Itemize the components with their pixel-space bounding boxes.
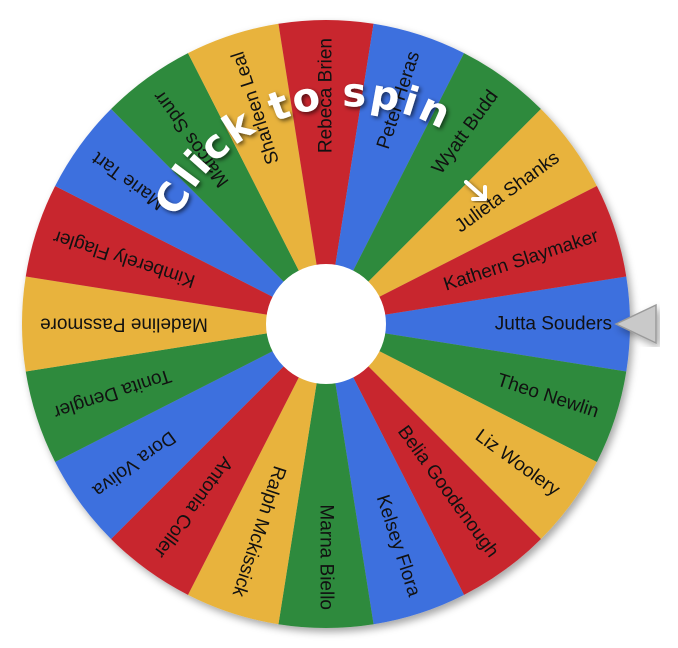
wheel-slice	[326, 324, 627, 463]
wheel-slice	[55, 324, 326, 539]
wheel-slice	[326, 324, 597, 539]
wheel-slice	[326, 109, 597, 324]
wheel-slice	[326, 53, 541, 324]
wheel-slice	[278, 324, 374, 628]
wheel-slice	[25, 185, 327, 324]
wheel-pointer-icon	[614, 303, 657, 345]
wheel-slice	[187, 324, 326, 625]
arrow-down-right-icon	[464, 180, 487, 201]
wheel-slice	[111, 53, 326, 324]
wheel-disc[interactable]	[21, 20, 630, 628]
wheel-slice-label: Madeline Passmore	[40, 314, 208, 335]
wheel-slice	[278, 20, 374, 324]
wheel-slice	[326, 185, 627, 324]
wheel-hub[interactable]	[266, 264, 386, 384]
wheel-slice	[55, 109, 326, 324]
wheel-slice-label: Rebeca Brien	[316, 38, 337, 153]
wheel-slice	[326, 324, 541, 595]
wheel-slice-label: Jutta Souders	[495, 314, 612, 335]
wheel-slice	[326, 276, 630, 372]
wheel-slice	[111, 324, 326, 595]
wheel-slice	[21, 276, 326, 372]
wheel-slice	[25, 324, 327, 463]
wheel-slice	[326, 324, 465, 625]
wheel-slice	[187, 23, 326, 325]
wheel-slice-label: Marna Biello	[316, 504, 337, 610]
wheel-slice	[326, 23, 465, 325]
